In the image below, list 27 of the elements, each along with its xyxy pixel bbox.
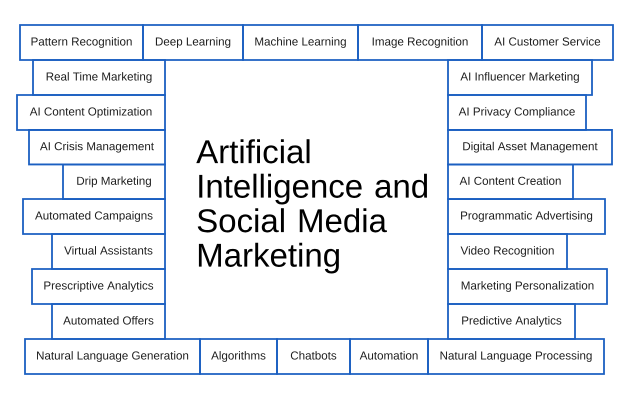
term-box: Video Recognition [447, 233, 568, 270]
term-box: Marketing Personalization [447, 268, 608, 305]
term-box: Image Recognition [357, 24, 483, 61]
term-box: Prescriptive Analytics [31, 268, 166, 305]
term-box: Pattern Recognition [19, 24, 144, 61]
term-box: AI Privacy Compliance [447, 94, 587, 131]
term-box: Real Time Marketing [32, 59, 166, 96]
term-box: Digital Asset Management [447, 129, 613, 166]
term-box: Natural Language Processing [427, 338, 605, 375]
term-box: Algorithms [199, 338, 278, 375]
term-box: AI Crisis Management [28, 129, 166, 166]
term-box: Chatbots [276, 338, 351, 375]
term-box: Deep Learning [142, 24, 244, 61]
term-box: Machine Learning [242, 24, 359, 61]
term-box: Drip Marketing [62, 164, 166, 200]
term-box: Predictive Analytics [447, 303, 576, 340]
term-box: AI Content Optimization [16, 94, 166, 131]
term-box: AI Influencer Marketing [447, 59, 593, 96]
term-box: AI Content Creation [447, 164, 574, 200]
term-box: AI Customer Service [481, 24, 614, 61]
term-box: Automated Offers [51, 303, 166, 340]
title: Artificial Intelligence and Social Media Marketing [196, 139, 428, 274]
term-box: Programmatic Advertising [447, 198, 606, 235]
term-box: Automation [349, 338, 429, 375]
term-box: Automated Campaigns [22, 198, 166, 235]
term-box: Virtual Assistants [51, 233, 166, 270]
term-box: Natural Language Generation [24, 338, 201, 375]
